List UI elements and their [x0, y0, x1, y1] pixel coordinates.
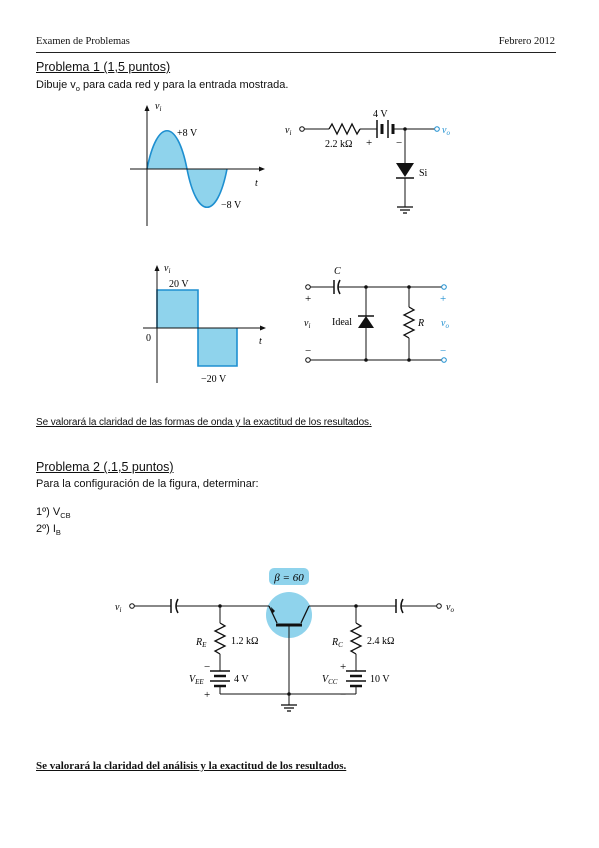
emitter-lead [268, 605, 278, 624]
negative-pulse [198, 328, 237, 366]
vi-label: vi [285, 125, 291, 137]
vee-label: VEE [189, 674, 204, 686]
square-input-waveform: vi 20 V −20 V 0 t [143, 263, 266, 385]
vee-plus: + [204, 689, 210, 701]
positive-pulse [157, 290, 198, 328]
input-terminal-top [305, 284, 311, 290]
high-level-label: 20 V [169, 279, 189, 290]
resistor-symbol [402, 306, 416, 339]
beta-label: β = 60 [273, 572, 304, 584]
vcc-minus: − [340, 689, 346, 701]
low-level-label: −20 V [201, 374, 227, 385]
input-terminal-bottom [305, 357, 311, 363]
output-terminal-top [441, 284, 447, 290]
re-resistor-symbol [213, 622, 227, 655]
emitter-arrow-icon [271, 607, 275, 614]
battery-minus: − [396, 137, 402, 149]
header-left: Examen de Problemas [36, 36, 130, 47]
question-ib: 2º) IB [36, 523, 61, 538]
problem1-grading-note: Se valorará la claridad de las formas de… [36, 417, 372, 428]
vo-label: vo [446, 602, 454, 614]
peak-negative-label: −8 V [221, 200, 242, 211]
vcc-plus: + [340, 661, 346, 673]
output-minus: − [440, 345, 446, 357]
peak-positive-label: +8 V [177, 128, 198, 139]
shunt-diode-circuit: C + vi − Ideal R + vo − [304, 266, 449, 363]
output-terminal [434, 126, 440, 132]
si-diode-symbol [396, 163, 414, 177]
vi-label: vi [304, 318, 310, 330]
input-plus: + [305, 293, 311, 305]
battery-value: 4 V [373, 109, 388, 120]
problem2-title: Problema 2 (.1,5 puntos) [36, 460, 174, 474]
battery-plus: + [366, 137, 372, 149]
ideal-diode-symbol [358, 316, 374, 328]
vcc-label: VCC [322, 674, 338, 686]
ground-icon [397, 206, 413, 214]
resistor-value: 2.2 kΩ [325, 139, 352, 150]
resistor-label: R [417, 318, 424, 329]
sine-input-waveform: vi +8 V −8 V t [130, 101, 265, 226]
output-terminal [436, 603, 442, 609]
time-label: t [259, 336, 262, 347]
voltage-arrow-icon [144, 105, 150, 111]
vcc-value: 10 V [370, 674, 390, 685]
input-terminal [129, 603, 135, 609]
header-right: Febrero 2012 [498, 36, 555, 47]
input-terminal [299, 126, 305, 132]
time-arrow-icon [259, 166, 265, 172]
vo-label: vo [441, 318, 449, 330]
vee-value: 4 V [234, 674, 249, 685]
vi-label: vi [164, 263, 170, 275]
input-minus: − [305, 345, 311, 357]
output-terminal-bottom [441, 357, 447, 363]
vo-label: vo [442, 125, 450, 137]
re-label: RE [195, 637, 207, 649]
rc-label: RC [331, 637, 343, 649]
header-divider [36, 52, 556, 53]
problem1-title: Problema 1 (1,5 puntos) [36, 60, 171, 74]
common-base-amplifier-circuit: β = 60 vi vo RE 1.2 kΩ − VEE 4 V + RC 2.… [115, 568, 454, 712]
ground-icon [281, 704, 297, 712]
beta-badge [269, 568, 309, 585]
rc-value: 2.4 kΩ [367, 636, 394, 647]
time-label: t [255, 178, 258, 189]
problem2-grading-note: Se valorará la claridad del análisis y l… [36, 760, 347, 772]
rc-resistor-symbol [349, 622, 363, 655]
negative-half-cycle [187, 169, 227, 208]
voltage-arrow-icon [154, 265, 160, 271]
vi-label: vi [115, 602, 121, 614]
positive-half-cycle [147, 130, 187, 169]
question-vcb: 1º) VCB [36, 506, 71, 521]
vee-minus: − [204, 661, 210, 673]
problem1-statement: Dibuje vo para cada red y para la entrad… [36, 79, 289, 94]
origin-label: 0 [146, 333, 151, 344]
resistor-symbol [328, 122, 361, 136]
problem2-statement: Para la configuración de la figura, dete… [36, 478, 259, 490]
diode-label: Ideal [332, 317, 352, 328]
collector-lead [300, 605, 310, 624]
series-clipper-circuit: vi vo 2.2 kΩ + 4 V − Si [285, 109, 450, 214]
capacitor-label: C [334, 266, 341, 277]
vi-label: vi [155, 101, 161, 113]
diode-label: Si [419, 168, 428, 179]
re-value: 1.2 kΩ [231, 636, 258, 647]
output-plus: + [440, 293, 446, 305]
time-arrow-icon [260, 325, 266, 331]
